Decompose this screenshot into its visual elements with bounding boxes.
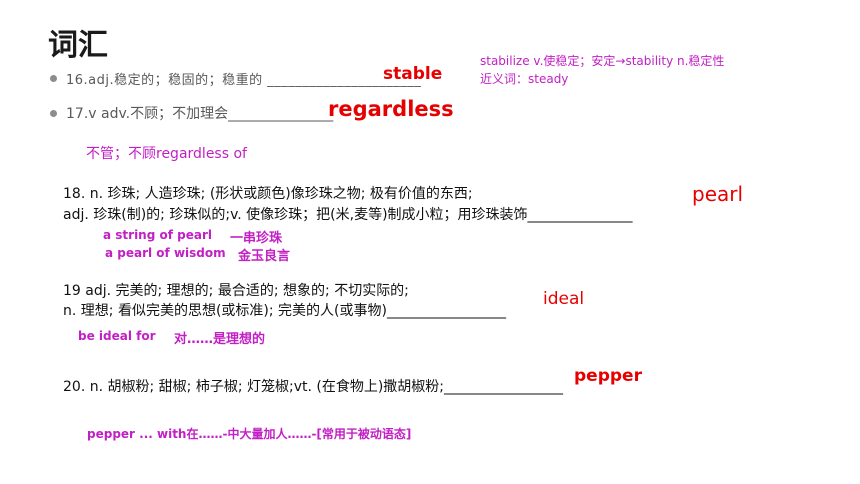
item19-example-en: be ideal for — [78, 329, 156, 343]
item19-example-cn: 对……是理想的 — [174, 332, 266, 347]
page-title: 词汇 — [48, 28, 108, 63]
item19-answer: ideal — [543, 289, 585, 309]
item16-answer: stable — [383, 64, 443, 84]
side-note-line1: stabilize v.使稳定；安定→stability n.稳定性 — [480, 54, 725, 68]
item17-answer: regardless — [328, 97, 454, 121]
item19-line2: n. 理想; 看似完美的思想(或标准); 完美的人(或事物)__________… — [63, 303, 506, 319]
bullet-17 — [50, 110, 57, 117]
item18-example2-en: a pearl of wisdom — [105, 246, 226, 260]
item19-line1: 19 adj. 完美的; 理想的; 最合适的; 想象的; 不切实际的; — [63, 283, 409, 299]
item17-text: 17.v adv.不顾；不加理会_______________ — [66, 106, 334, 122]
item18-example2-cn: 金玉良言 — [238, 249, 291, 264]
item18-example1-en: a string of pearl — [103, 228, 212, 242]
item18-line1: 18. n. 珍珠; 人造珍珠; (形状或颜色)像珍珠之物; 极有价值的东西; — [63, 186, 473, 202]
item20-line1: 20. n. 胡椒粉; 甜椒; 柿子椒; 灯笼椒;vt. (在食物上)撒胡椒粉;… — [63, 379, 564, 395]
item18-line2: adj. 珍珠(制)的; 珍珠似的;v. 使像珍珠；把(米,麦等)制成小粒；用珍… — [63, 207, 633, 223]
item18-example1-cn: 一串珍珠 — [230, 231, 283, 246]
side-note-line2: 近义词：steady — [480, 72, 569, 86]
bullet-16 — [50, 75, 57, 82]
item18-answer: pearl — [692, 182, 744, 206]
item20-answer: pepper — [574, 366, 642, 386]
item16-text: 16.adj.稳定的；稳固的；稳重的 _____________________… — [66, 73, 422, 88]
item20-example: pepper ... with在……-中大量加人……-[常用于被动语态] — [87, 427, 412, 441]
item17-note: 不管；不顾regardless of — [86, 146, 247, 162]
